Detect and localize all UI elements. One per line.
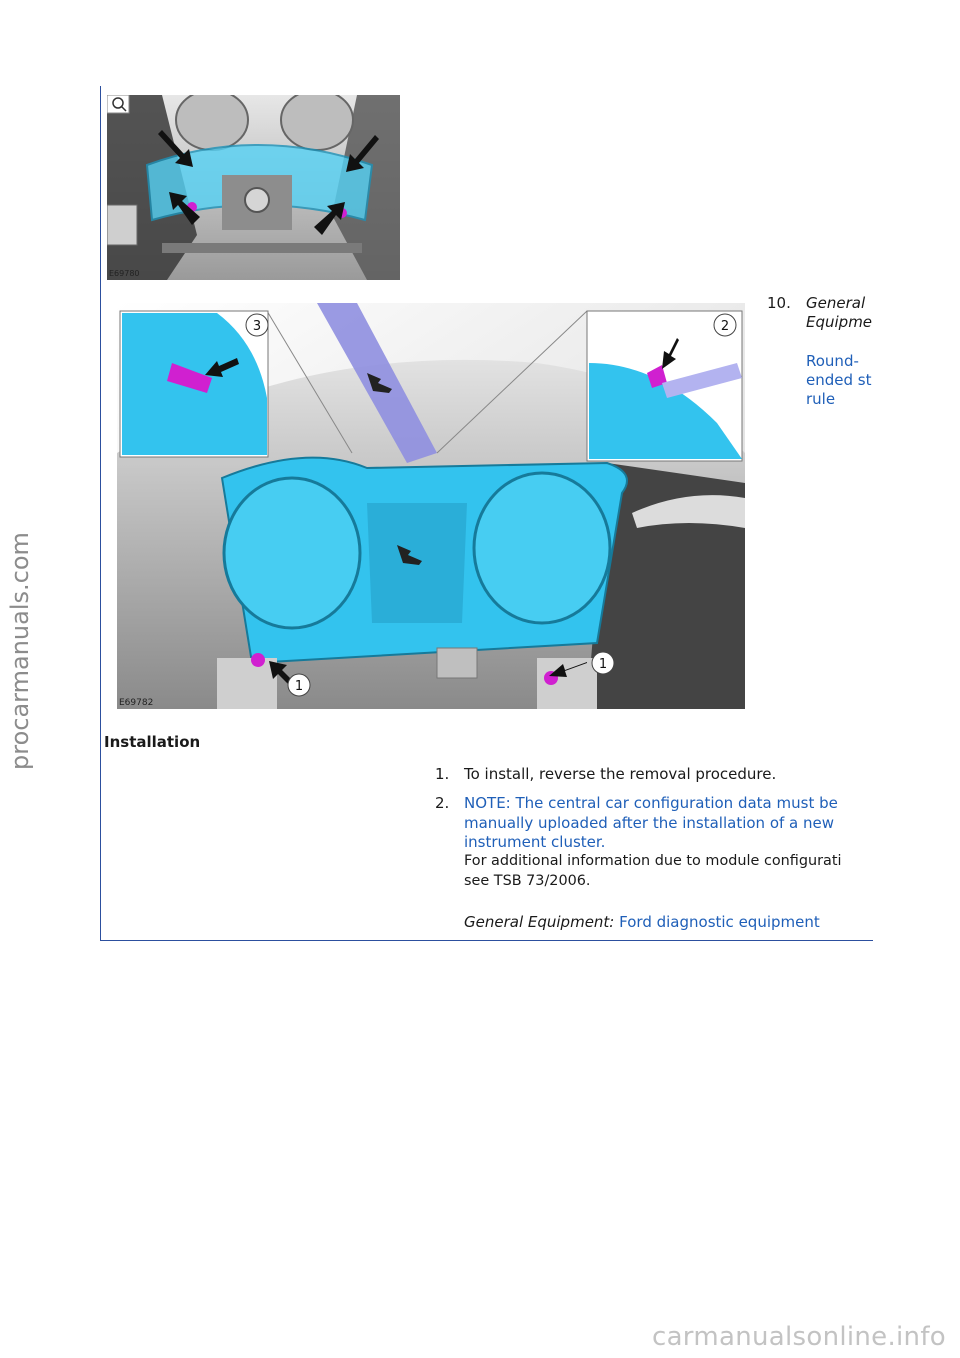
callout-2: 2	[721, 319, 729, 334]
figure-1-label: E69780	[109, 269, 140, 278]
install-step-2-info: For additional information due to module…	[464, 853, 842, 869]
callout-3: 3	[253, 319, 261, 334]
install-step-2-equipment: General Equipment: Ford diagnostic equip…	[464, 913, 820, 933]
footer-watermark: carmanualsonline.info	[651, 1322, 946, 1352]
step-10-tool-link-cont[interactable]: ended st	[806, 371, 872, 389]
install-step-1-number: 1.	[435, 765, 450, 783]
step-10-equipment-label: General	[806, 294, 866, 312]
install-step-2-note-end: instrument cluster.	[464, 833, 606, 851]
step-10-number: 10.	[767, 294, 791, 312]
install-step-2-note-cont: manually uploaded after the installation…	[464, 814, 835, 832]
general-equipment-label: General Equipment:	[464, 913, 615, 931]
step-10-equipment-label-cont: Equipme	[806, 313, 873, 331]
instrument-cluster-release-figure: 3 2 1 1 E69782	[117, 303, 745, 709]
install-step-2-number: 2.	[435, 794, 450, 812]
figure-2-label: E69782	[119, 698, 153, 708]
install-step-1-text: To install, reverse the removal procedur…	[464, 765, 777, 783]
install-step-2-note: NOTE: The central car configuration data…	[464, 794, 838, 812]
ford-diagnostic-equipment-link[interactable]: Ford diagnostic equipment	[619, 913, 820, 931]
side-watermark: procarmanuals.com	[6, 532, 34, 770]
left-rule	[100, 86, 101, 941]
install-step-2-tsb-reference: see TSB 73/2006.	[464, 873, 591, 889]
step-10-tool-link[interactable]: Round-	[806, 352, 859, 370]
installation-heading: Installation	[104, 733, 201, 751]
callout-1-left: 1	[295, 679, 303, 694]
callout-1-right: 1	[599, 657, 607, 672]
instrument-cluster-removal-figure: E69780	[107, 95, 400, 280]
step-10-tool-link-end[interactable]: rule	[806, 390, 836, 408]
bottom-rule	[100, 940, 873, 941]
